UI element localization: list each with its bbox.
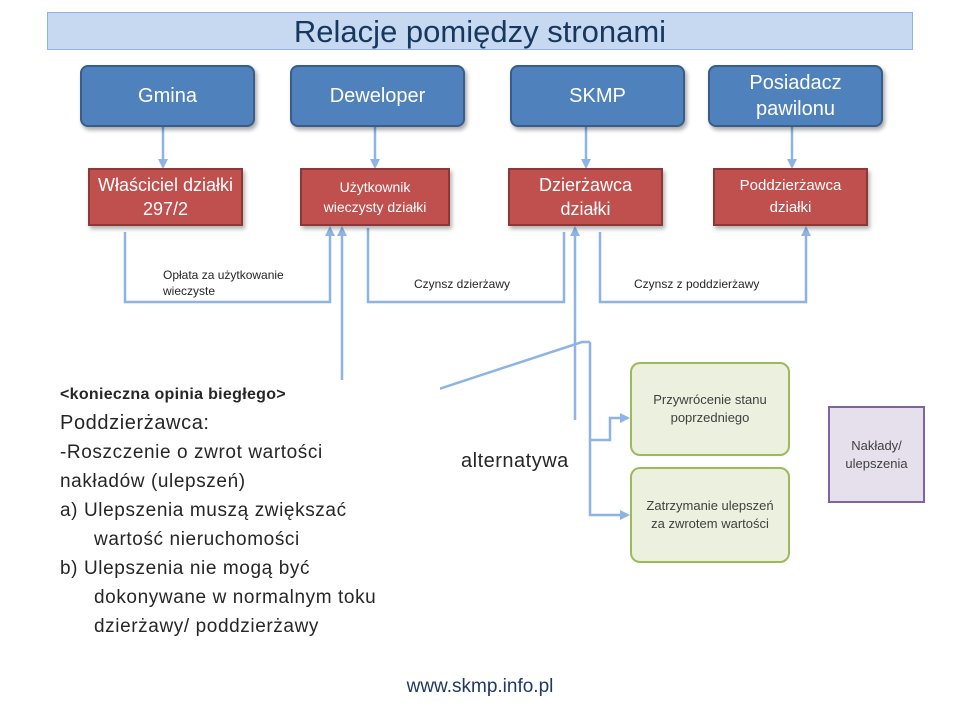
opinion-block: <konieczna opinia biegłego> Poddzierżawc… <box>60 380 440 641</box>
fee-czynsz-poddzierzawy: Czynsz z poddzierżawy <box>634 277 760 291</box>
party-gmina-label: Gmina <box>138 85 197 107</box>
party-deweloper-label: Deweloper <box>329 85 426 107</box>
link-opinion-to-alternatywa <box>374 340 590 412</box>
opinion-line7: b) Ulepszenia nie mogą być <box>60 558 311 579</box>
role-uzytkownik-label: Użytkownik wieczysty działki <box>323 179 427 215</box>
option-restore: Przywrócenie stanu poprzedniego <box>630 362 790 456</box>
party-gmina: Gmina <box>80 65 255 127</box>
party-skmp-label: SKMP <box>569 85 626 107</box>
option-retain-label: Zatrzymanie ulepszeń za zwrotem wartości <box>646 498 774 531</box>
opinion-line3: -Roszczenie o zwrot wartości <box>60 442 323 463</box>
opinion-line1: <konieczna opinia biegłego> <box>60 386 286 403</box>
naklady-label: Nakłady/ ulepszenia <box>845 437 908 471</box>
opinion-line2: Poddzierżawca: <box>60 412 210 434</box>
opinion-line9: dzierżawy/ poddzierżawy <box>94 616 319 637</box>
role-poddzierzawca-label: Poddzierżawca działki <box>739 177 842 216</box>
alternatywa-label: alternatywa <box>459 450 571 473</box>
role-poddzierzawca: Poddzierżawca działki <box>713 168 868 226</box>
bracket-czynsz-poddzierzawy <box>598 226 811 304</box>
role-dzierzawca: Dzierżawca działki <box>508 168 663 226</box>
footer-url[interactable]: www.skmp.info.pl <box>406 676 554 697</box>
opinion-line6: wartość nieruchomości <box>94 529 300 550</box>
bracket-czynsz-dzierzawy <box>366 228 566 304</box>
party-posiadacz-label: Posiadacz pawilonu <box>749 72 842 120</box>
arrow-to-restore <box>590 413 630 442</box>
option-restore-label: Przywrócenie stanu poprzedniego <box>653 392 767 425</box>
role-wlasciciel: Właściciel działki 297/2 <box>88 168 243 226</box>
arrow-to-retain <box>588 342 630 520</box>
fee-oplata: Opłata za użytkowanie wieczyste <box>163 268 284 298</box>
page-title: Relacje pomiędzy stronami <box>47 12 913 50</box>
fee-czynsz-dzierzawy: Czynsz dzierżawy <box>414 277 511 291</box>
role-wlasciciel-label: Właściciel działki 297/2 <box>97 175 234 219</box>
opinion-line4: nakładów (ulepszeń) <box>60 471 246 492</box>
party-deweloper: Deweloper <box>290 65 465 127</box>
party-posiadacz: Posiadacz pawilonu <box>708 65 883 127</box>
option-retain: Zatrzymanie ulepszeń za zwrotem wartości <box>630 467 790 563</box>
naklady-box: Nakłady/ ulepszenia <box>828 406 925 503</box>
role-dzierzawca-label: Dzierżawca działki <box>538 175 633 219</box>
party-skmp: SKMP <box>510 65 685 127</box>
bracket-oplata <box>123 226 335 304</box>
opinion-line8: dokonywane w normalnym toku <box>94 587 377 608</box>
opinion-line5: a) Ulepszenia muszą zwiększać <box>60 500 347 521</box>
role-uzytkownik: Użytkownik wieczysty działki <box>300 168 450 226</box>
